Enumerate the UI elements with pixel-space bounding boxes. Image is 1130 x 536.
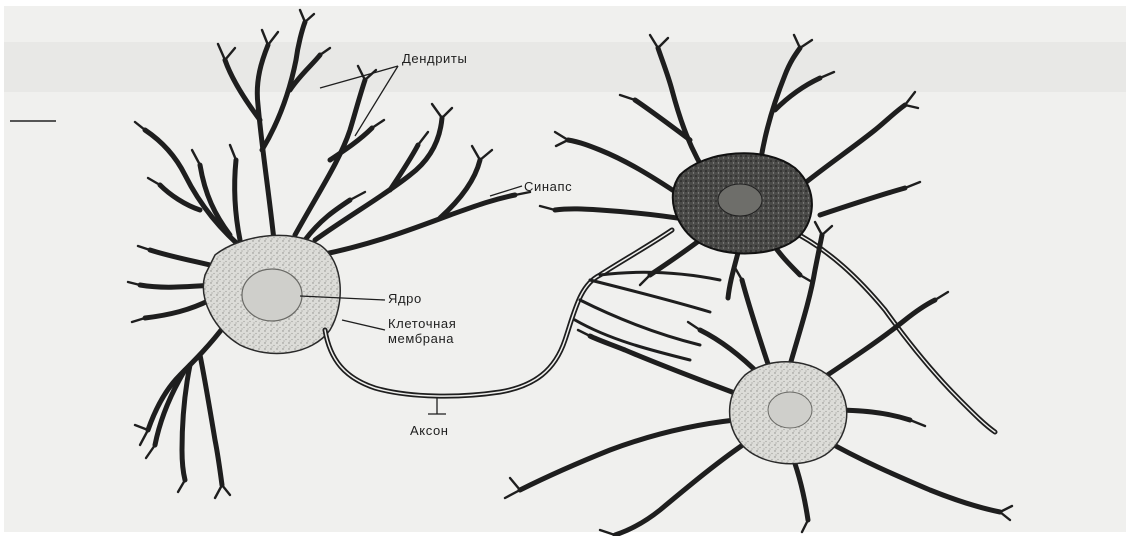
label-dendrites: Дендриты: [402, 52, 467, 66]
scan-shadow-band: [4, 42, 1126, 92]
upper-right-neuron-nucleus: [718, 184, 762, 216]
label-synapse: Синапс: [524, 180, 572, 194]
label-membrane-line2: мембрана: [388, 332, 454, 346]
left-neuron-nucleus: [242, 269, 302, 321]
lower-right-neuron-nucleus: [768, 392, 812, 428]
label-axon: Аксон: [410, 424, 449, 438]
label-membrane-line1: Клеточная: [388, 317, 456, 331]
label-nucleus: Ядро: [388, 292, 422, 306]
